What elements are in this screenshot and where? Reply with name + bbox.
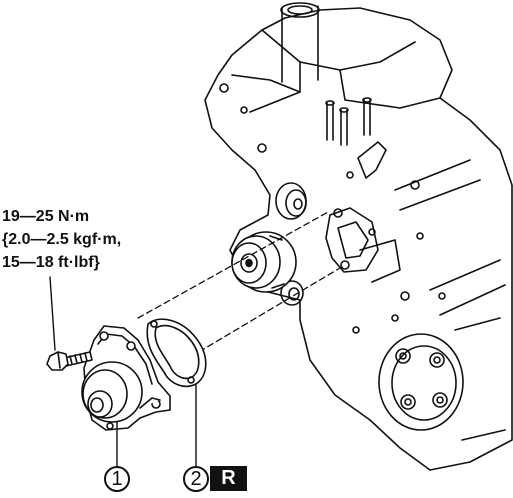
torque-specification: 19—25 N·m {2.0—2.5 kgf·m, 15—18 ft·lbf} [2, 205, 121, 274]
bolt [46, 351, 93, 371]
replace-badge: R [210, 466, 247, 491]
leader-lines [49, 276, 197, 467]
callout-water-pump: 1 [104, 466, 130, 492]
callout-gasket: 2 [183, 466, 209, 492]
torque-line-ftlbf: 15—18 ft·lbf} [2, 254, 100, 271]
water-pump-pulley [231, 231, 297, 293]
torque-line-nm: 19—25 N·m [2, 208, 90, 225]
torque-line-kgf: {2.0—2.5 kgf·m, [2, 231, 122, 248]
engine-block [204, 2, 513, 471]
water-pump [81, 325, 171, 431]
alignment-lines [137, 211, 341, 363]
